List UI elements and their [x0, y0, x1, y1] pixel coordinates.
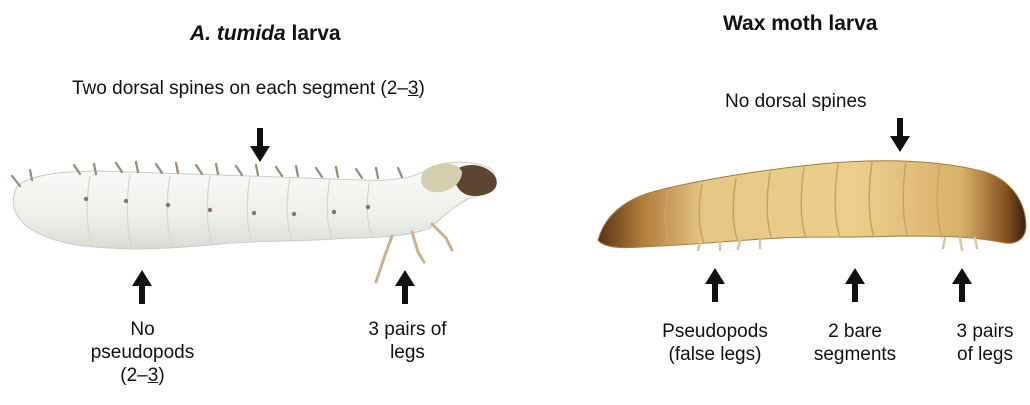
waxmoth-pseudopods-up-arrow-icon — [705, 268, 725, 302]
tumida-legs-up-arrow-icon — [395, 270, 415, 304]
tumida-pseudopods-up-arrow-icon — [132, 270, 152, 304]
tumida-larva-image — [12, 162, 497, 282]
waxmoth-spines-down-arrow-icon — [890, 118, 910, 152]
waxmoth-legs-up-arrow-icon — [952, 268, 972, 302]
waxmoth-bare-up-arrow-icon — [845, 268, 865, 302]
tumida-spines-down-arrow-icon — [250, 128, 270, 162]
waxmoth-larva-image — [598, 161, 1026, 250]
